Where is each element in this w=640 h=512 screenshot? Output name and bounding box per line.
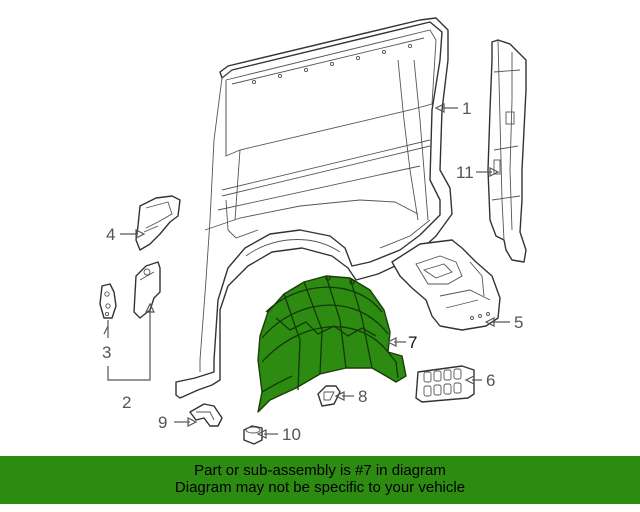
callout-7: 7	[408, 333, 417, 352]
grommet-part-8[interactable]	[317, 385, 341, 407]
side-panel-part-1[interactable]	[175, 17, 453, 399]
callout-2: 2	[122, 393, 131, 412]
wheelhouse-liner-part-7[interactable]	[257, 275, 407, 413]
note-line-2: Diagram may not be specific to your vehi…	[174, 479, 466, 496]
quarter-inner-panel-part-5[interactable]	[391, 239, 501, 331]
leader-lines	[103, 103, 510, 439]
vent-part-6[interactable]	[415, 365, 475, 403]
callout-1: 1	[462, 99, 471, 118]
callout-3: 3	[102, 343, 111, 362]
callout-6: 6	[486, 371, 495, 390]
note-line-1: Part or sub-assembly is #7 in diagram	[194, 462, 446, 479]
callout-10: 10	[282, 425, 301, 444]
callout-5: 5	[514, 313, 523, 332]
callout-4: 4	[106, 225, 115, 244]
callout-9: 9	[158, 413, 167, 432]
parts-diagram: 1 11 4 3 2 5 7 6 8 9 10	[99, 17, 527, 445]
callout-11: 11	[456, 163, 474, 182]
callout-8: 8	[358, 387, 367, 406]
push-pin-part-10[interactable]	[243, 425, 263, 445]
bracket-part-4[interactable]	[135, 195, 181, 251]
rear-pillar-part-11[interactable]	[487, 39, 527, 263]
plate-part-3[interactable]	[99, 283, 117, 319]
clip-part-9[interactable]	[189, 403, 223, 427]
bracket-part-2[interactable]	[133, 261, 161, 319]
diagram-note-banner: Part or sub-assembly is #7 in diagram Di…	[0, 456, 640, 504]
